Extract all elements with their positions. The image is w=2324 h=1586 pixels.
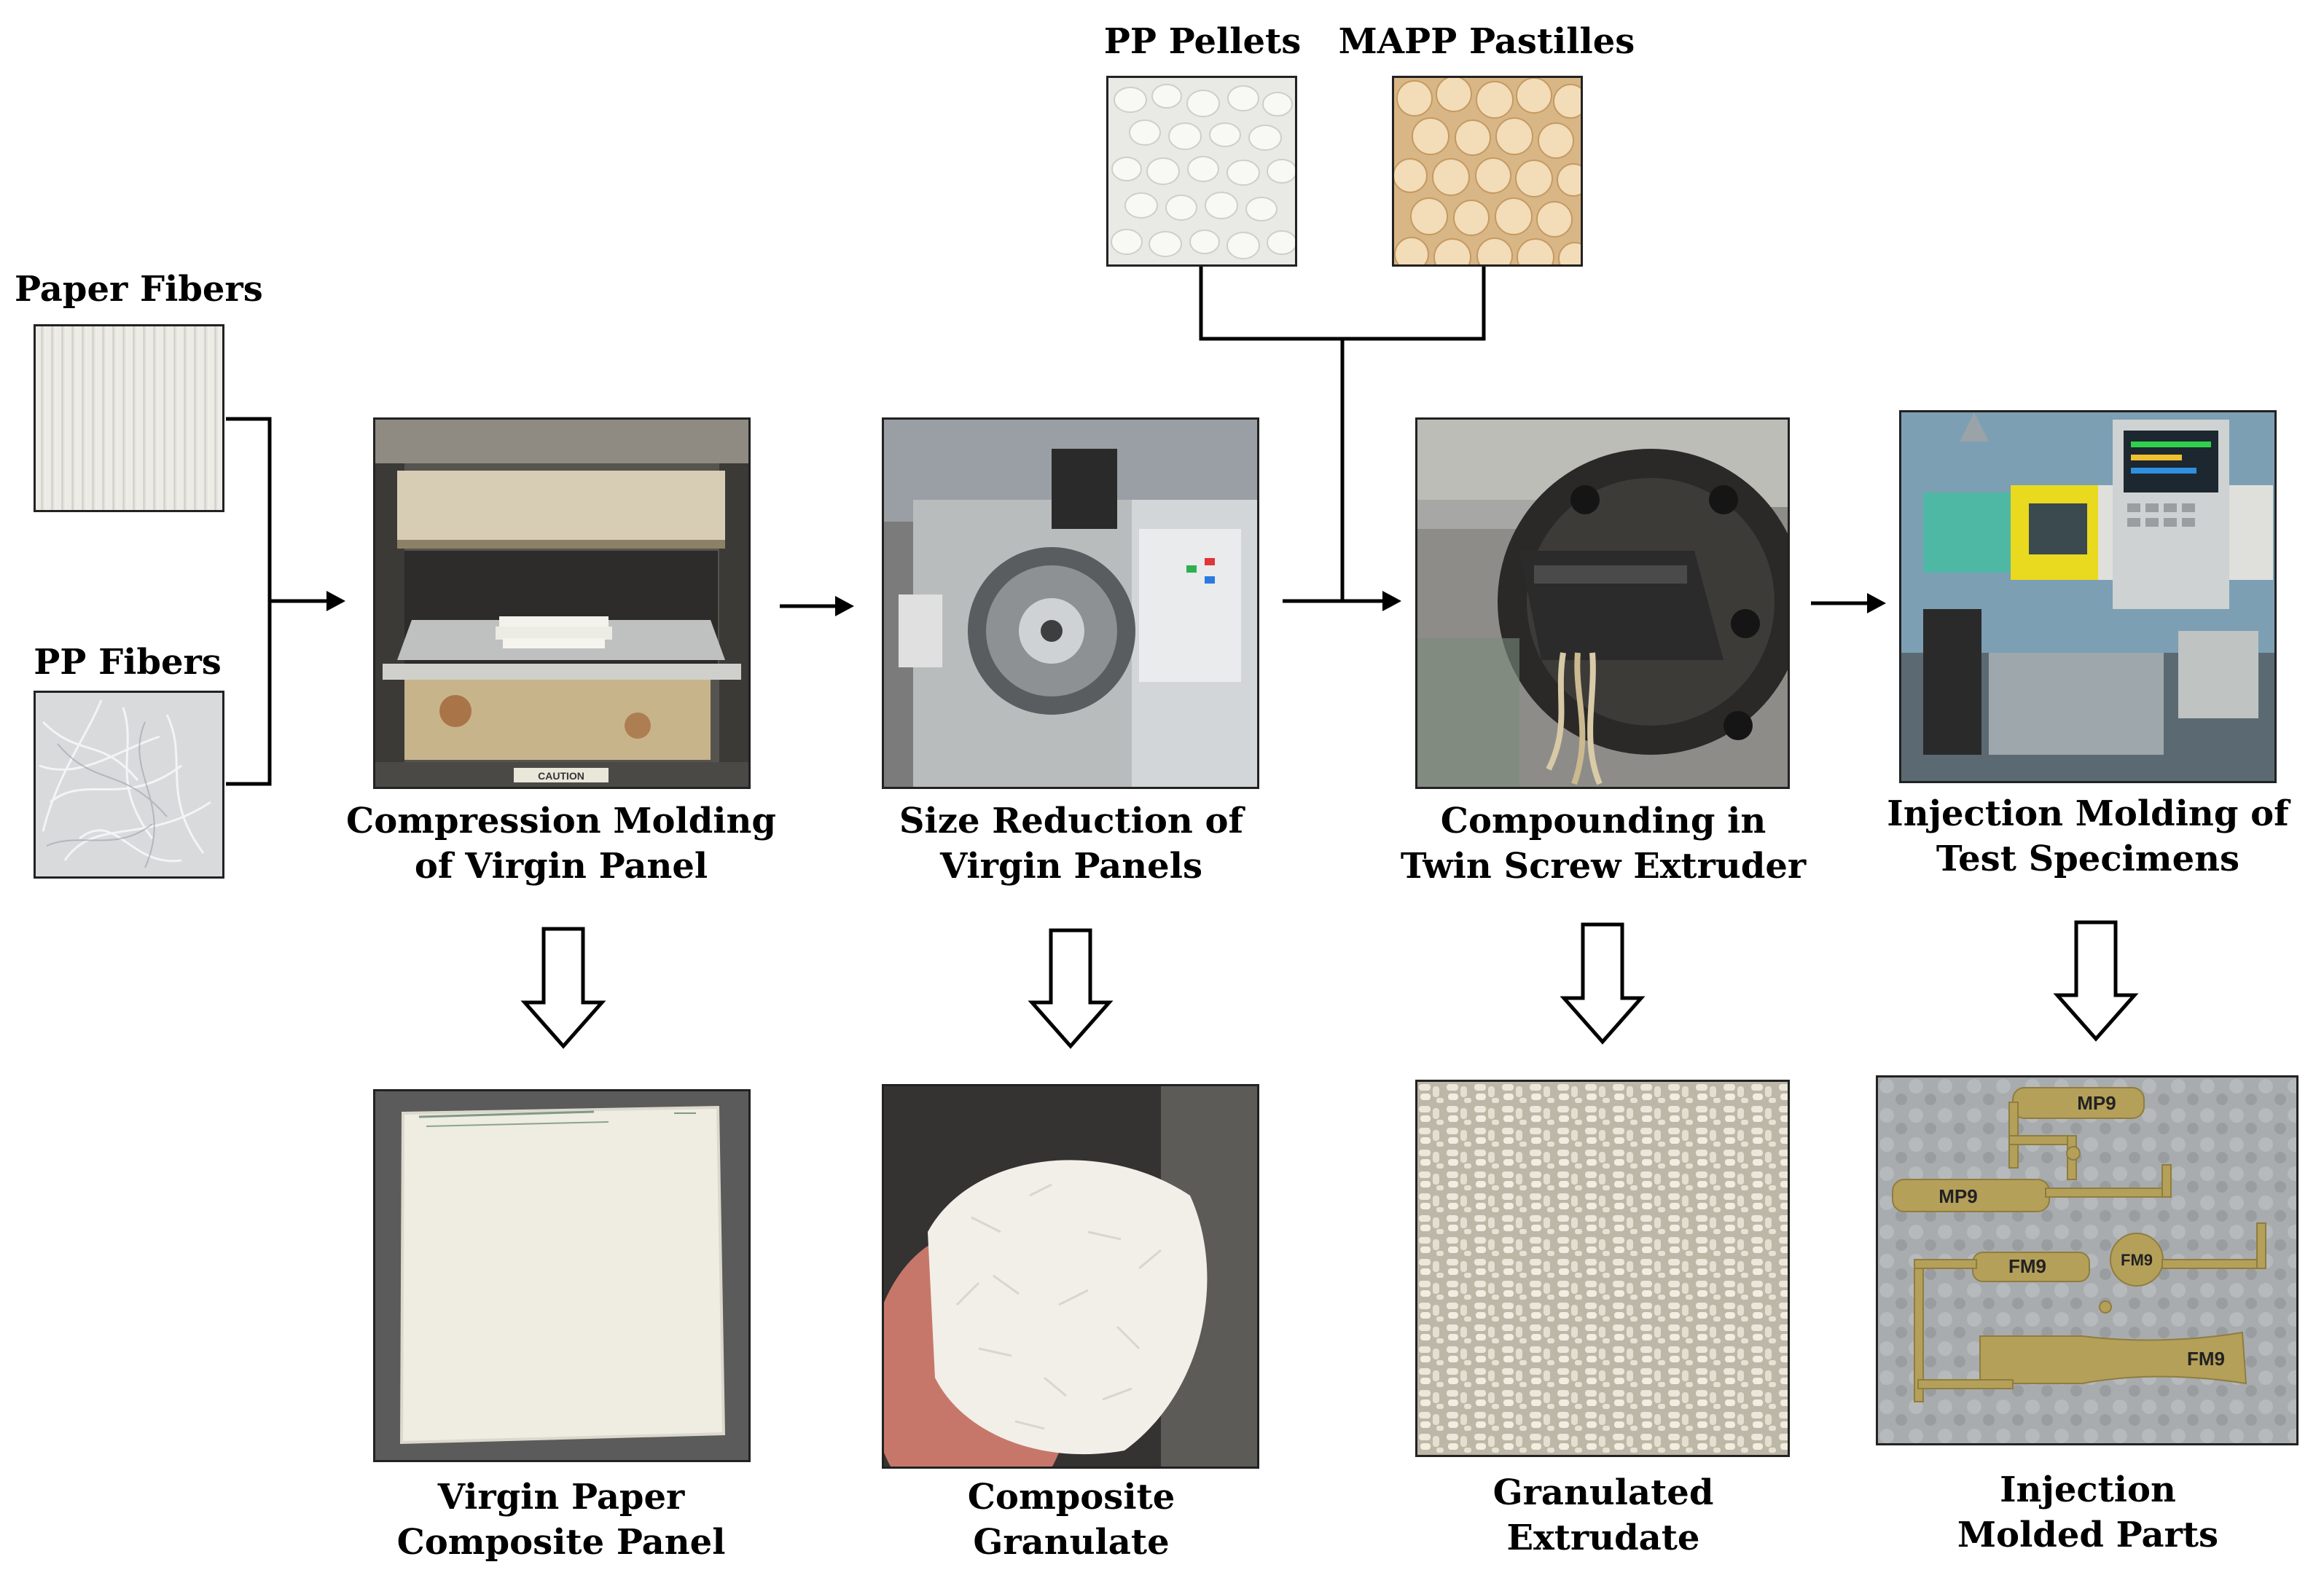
step-compounding-label: Compounding in Twin Screw Extruder bbox=[1381, 798, 1826, 889]
step-2-line-2: Virgin Panels bbox=[940, 846, 1202, 887]
step-size-reduction-label: Size Reduction of Virgin Panels bbox=[853, 798, 1290, 889]
product-2-line-2: Granulate bbox=[973, 1522, 1170, 1563]
virgin-panel-photo bbox=[373, 1089, 751, 1462]
part-label-fm9-1: FM9 bbox=[2008, 1255, 2046, 1277]
product-granulated-extrudate-label: Granulated Extrudate bbox=[1381, 1470, 1826, 1561]
composite-granulate-photo bbox=[882, 1084, 1259, 1469]
product-3-line-1: Granulated bbox=[1492, 1472, 1714, 1513]
part-label-mp9-1: MP9 bbox=[2077, 1092, 2116, 1114]
step-3-line-1: Compounding in bbox=[1440, 801, 1767, 841]
mapp-pastilles-photo bbox=[1392, 76, 1583, 267]
step-4-line-2: Test Specimens bbox=[1936, 839, 2240, 879]
product-2-line-1: Composite bbox=[967, 1477, 1175, 1518]
step-1-line-2: of Virgin Panel bbox=[414, 846, 708, 887]
step-3-line-2: Twin Screw Extruder bbox=[1400, 846, 1807, 887]
paper-fibers-photo bbox=[34, 324, 224, 512]
step-compression-molding-label: Compression Molding of Virgin Panel bbox=[343, 798, 780, 889]
additives-merge-connector bbox=[1199, 264, 1486, 601]
step-1-line-1: Compression Molding bbox=[346, 801, 776, 841]
pp-pellets-label: PP Pellets bbox=[1103, 21, 1302, 62]
pp-pellets-photo bbox=[1106, 76, 1297, 267]
product-1-line-2: Composite Panel bbox=[396, 1522, 726, 1563]
arrow-compounding-to-injection bbox=[1811, 593, 1886, 613]
product-4-line-2: Molded Parts bbox=[1957, 1515, 2219, 1555]
twin-screw-extruder-photo bbox=[1415, 417, 1790, 789]
product-injection-molded-parts-label: Injection Molded Parts bbox=[1866, 1467, 2310, 1558]
mapp-pastilles-label: MAPP Pastilles bbox=[1338, 21, 1635, 62]
part-label-mp9-2: MP9 bbox=[1938, 1185, 1977, 1207]
size-reduction-granulator-photo bbox=[882, 417, 1259, 789]
part-label-fm9-2: FM9 bbox=[2121, 1251, 2153, 1269]
paper-fibers-label: Paper Fibers bbox=[15, 269, 263, 310]
pp-fibers-photo bbox=[34, 691, 224, 879]
arrow-size-reduction-to-compounding bbox=[1283, 591, 1401, 611]
step-injection-molding-label: Injection Molding of Test Specimens bbox=[1866, 791, 2310, 882]
granulated-extrudate-photo bbox=[1415, 1080, 1790, 1457]
product-composite-granulate-label: Composite Granulate bbox=[853, 1475, 1290, 1565]
down-arrow-3 bbox=[1560, 922, 1646, 1045]
product-3-line-2: Extrudate bbox=[1506, 1518, 1700, 1558]
part-label-fm9-3: FM9 bbox=[2187, 1348, 2225, 1370]
pp-fibers-label: PP Fibers bbox=[34, 642, 222, 683]
down-arrow-1 bbox=[520, 927, 606, 1049]
down-arrow-4 bbox=[2053, 920, 2139, 1042]
injection-molding-machine-photo bbox=[1899, 410, 2277, 783]
product-virgin-panel-label: Virgin Paper Composite Panel bbox=[343, 1475, 780, 1565]
step-4-line-1: Injection Molding of bbox=[1887, 793, 2289, 834]
press-caution-text: CAUTION bbox=[538, 770, 584, 782]
fibers-merge-connector bbox=[226, 417, 345, 786]
step-2-line-1: Size Reduction of bbox=[899, 801, 1244, 841]
arrow-compression-to-size-reduction bbox=[780, 596, 854, 616]
product-4-line-1: Injection bbox=[2000, 1469, 2176, 1510]
product-1-line-1: Virgin Paper bbox=[437, 1477, 685, 1518]
injection-molded-parts-photo: MP9 MP9 FM9 FM9 FM9 bbox=[1876, 1075, 2298, 1445]
down-arrow-2 bbox=[1028, 928, 1114, 1049]
compression-press-photo: CAUTION bbox=[373, 417, 751, 789]
